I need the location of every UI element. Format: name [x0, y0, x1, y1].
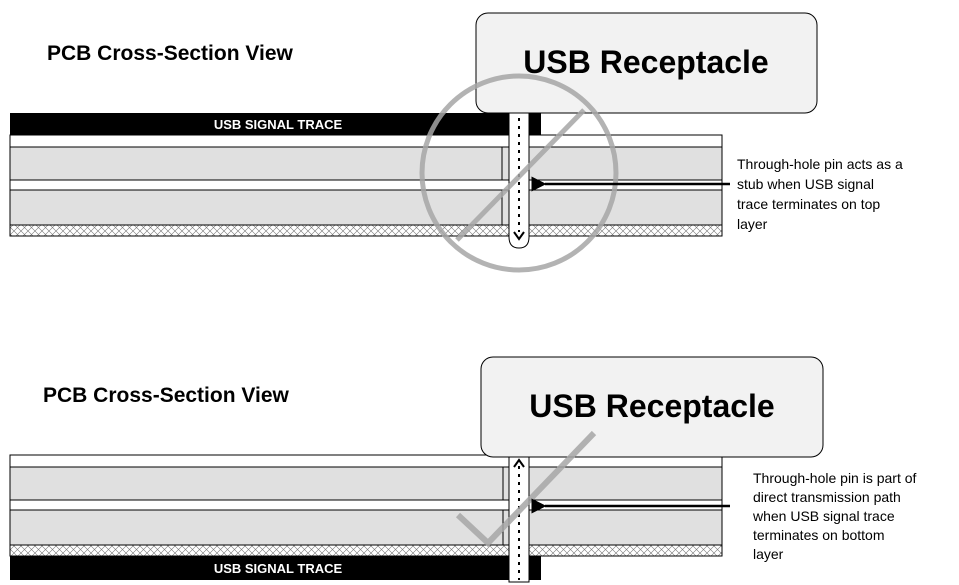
top-signal-trace	[10, 113, 541, 135]
top-usb-receptacle: USB Receptacle	[475, 12, 818, 114]
bottom-heading: PCB Cross-Section View	[43, 384, 290, 407]
top-note: Through-hole pin acts as a stub when USB…	[737, 156, 907, 232]
top-heading: PCB Cross-Section View	[47, 42, 294, 65]
top-trace-label: USB SIGNAL TRACE	[214, 117, 343, 132]
top-panel: PCB Cross-Section View USB SIGNAL TRACE …	[9, 12, 907, 273]
bottom-trace-label: USB SIGNAL TRACE	[214, 561, 343, 576]
prohibited-icon	[419, 73, 619, 273]
bottom-receptacle-label: USB Receptacle	[529, 388, 774, 424]
bottom-panel: PCB Cross-Section View USB SIGNAL TRACE …	[9, 356, 920, 583]
bottom-pcb-stackup	[9, 454, 723, 557]
checkmark-icon	[455, 430, 597, 548]
bottom-usb-receptacle: USB Receptacle	[480, 356, 824, 458]
top-receptacle-label: USB Receptacle	[523, 44, 768, 80]
bottom-note: Through-hole pin is part of direct trans…	[752, 470, 920, 562]
bottom-signal-trace	[10, 556, 541, 580]
